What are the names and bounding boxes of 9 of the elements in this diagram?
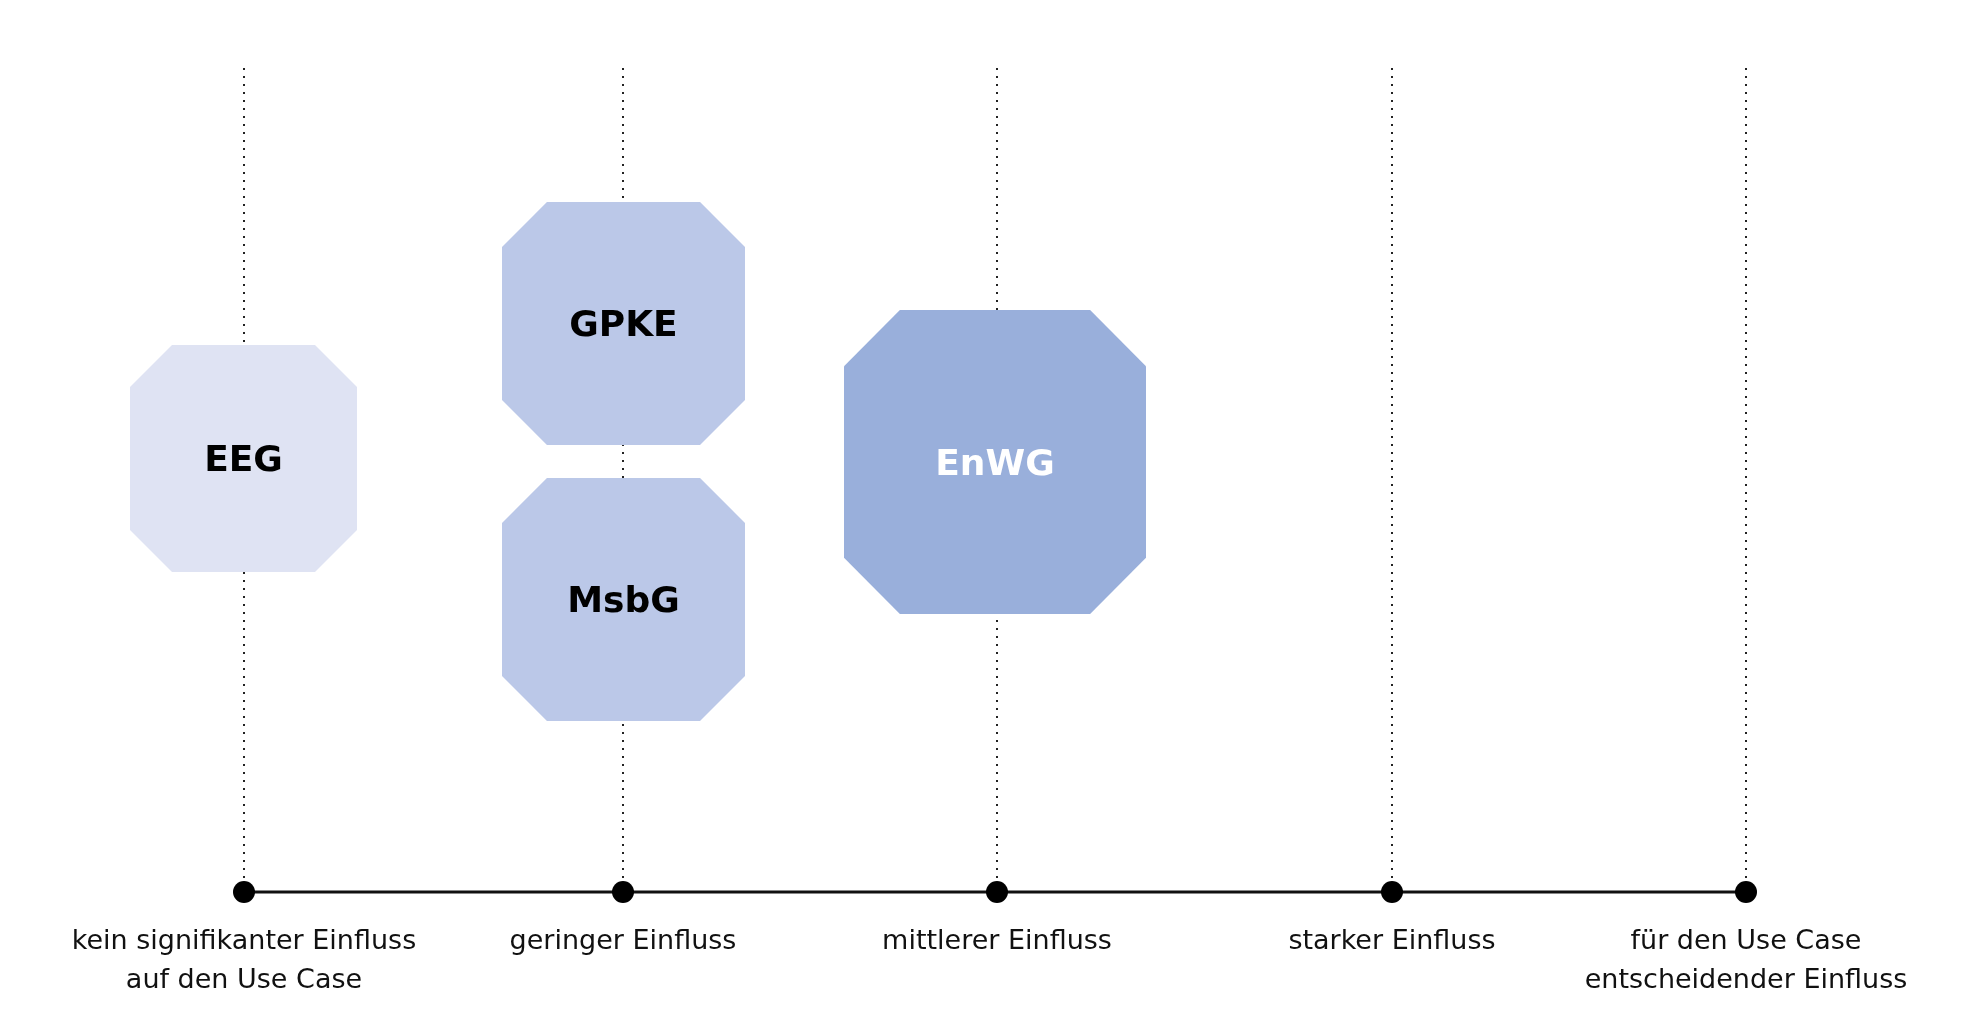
law-label: EEG bbox=[204, 438, 283, 479]
scale-level-label: geringer Einfluss bbox=[508, 923, 738, 957]
law-label: MsbG bbox=[567, 579, 680, 620]
law-label: EnWG bbox=[935, 441, 1055, 483]
scale-level-label: kein signifikanter Einfluss auf den Use Case bbox=[70, 923, 418, 996]
scale-level-label: mittlerer Einfluss bbox=[881, 923, 1113, 957]
law-label: GPKE bbox=[569, 303, 678, 344]
scale-level-label: für den Use Case entscheidender Einfluss bbox=[1583, 923, 1909, 996]
scale-level-label: starker Einfluss bbox=[1287, 923, 1497, 957]
